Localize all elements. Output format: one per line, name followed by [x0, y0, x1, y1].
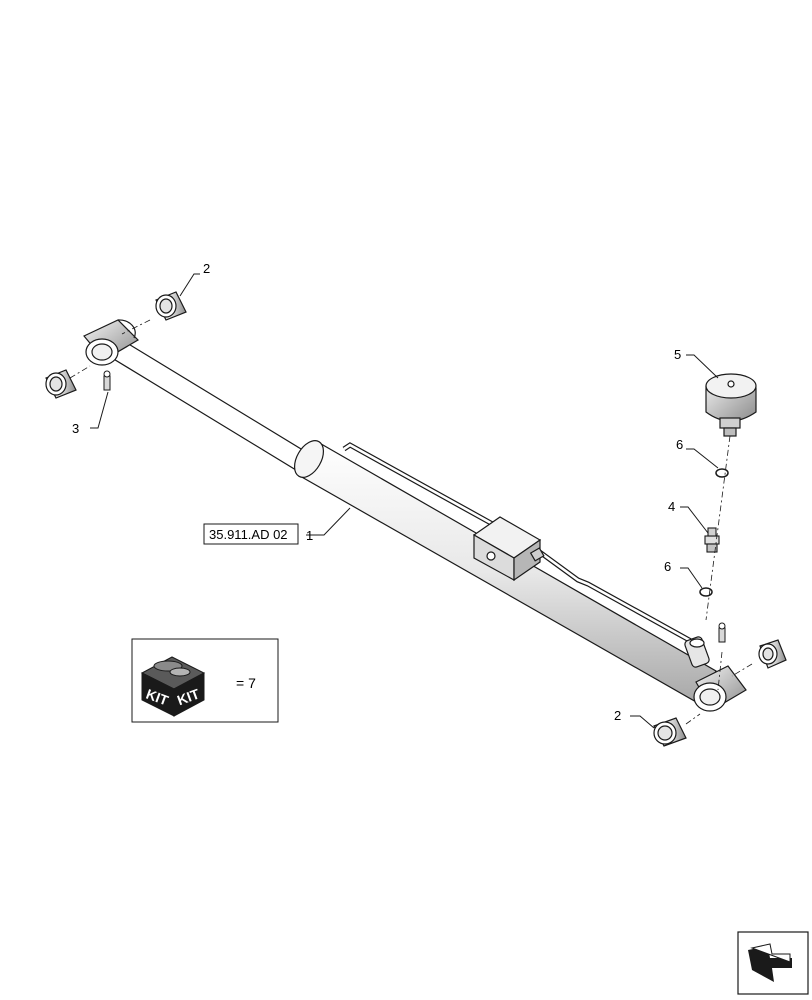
kit-label-left: KIT: [144, 686, 171, 709]
grease-fitting-left: [103, 370, 111, 391]
rod-end-eye: [83, 319, 139, 366]
grease-fitting-right: [718, 622, 726, 643]
callout-4: 4: [668, 499, 675, 514]
adapter-fitting: [704, 527, 720, 553]
leader-lines: [90, 273, 719, 729]
piston-rod: [111, 339, 307, 471]
navigation-arrow-icon[interactable]: [737, 931, 809, 995]
bushing-top: [155, 291, 187, 321]
callout-2-top: 2: [203, 261, 210, 276]
tube-fitting: [684, 636, 710, 668]
callout-2-bottom: 2: [614, 708, 621, 723]
reference-link[interactable]: 35.911.AD 02: [203, 523, 299, 545]
barrel-end-left: [293, 440, 325, 478]
bushing-right: [758, 639, 787, 669]
valve-block: [472, 516, 545, 582]
hydraulic-cylinder: [83, 319, 747, 712]
callout-6-upper: 6: [676, 437, 683, 452]
bushing-left: [45, 369, 77, 399]
bushing-bottom: [653, 717, 687, 747]
kit-quantity: = 7: [236, 675, 256, 691]
kit-cube-icon: [140, 656, 206, 717]
reference-label: 35.911.AD 02: [209, 527, 288, 542]
assembly-lines: [69, 319, 753, 725]
kit-box: KIT KIT = 7: [131, 638, 279, 723]
kit-label-right: KIT: [175, 685, 202, 708]
callout-1: 1: [306, 528, 313, 543]
callout-6-lower: 6: [664, 559, 671, 574]
callout-3: 3: [72, 421, 79, 436]
o-ring-upper: [715, 468, 729, 478]
callout-5: 5: [674, 347, 681, 362]
o-ring-lower: [699, 587, 713, 597]
accumulator: [705, 373, 757, 437]
